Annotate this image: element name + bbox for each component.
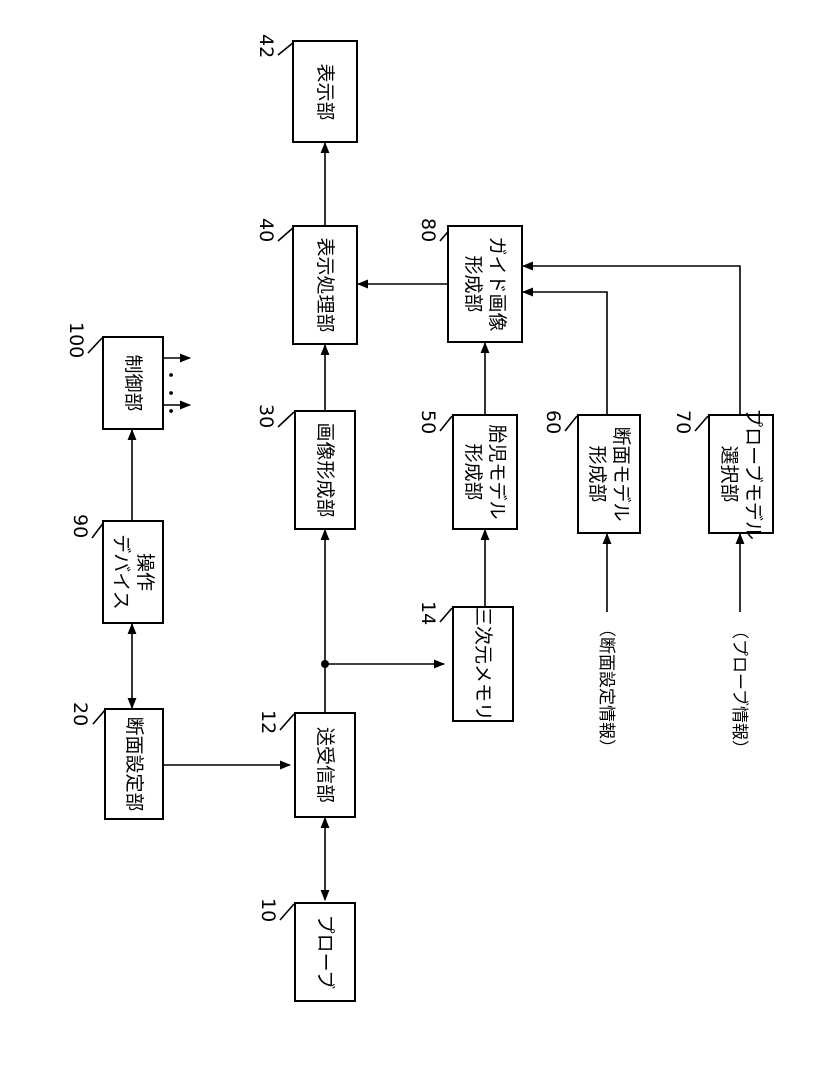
ref-80: 80 [418, 218, 438, 242]
probe-model-label: プローブモデル 選択部 [717, 408, 765, 540]
ref-30: 30 [256, 404, 276, 428]
ref-10: 10 [258, 898, 278, 922]
display-label: 表示部 [313, 63, 337, 120]
fetal-model-label: 胎児モデル 形成部 [461, 424, 509, 519]
leader-10 [280, 904, 294, 920]
branch-junction [321, 660, 329, 668]
leader-100 [88, 338, 102, 353]
link-sectionmodel-guide [523, 292, 607, 414]
display-proc-block: 表示処理部 [292, 225, 358, 345]
image-form-block: 画像形成部 [294, 410, 356, 530]
guide-image-block: ガイド画像 形成部 [447, 225, 523, 343]
ref-50: 50 [418, 410, 438, 434]
ref-40: 40 [256, 218, 276, 242]
guide-image-label: ガイド画像 形成部 [461, 236, 509, 331]
fetal-model-block: 胎児モデル 形成部 [452, 414, 518, 530]
ref-90: 90 [70, 514, 90, 538]
ref-20: 20 [70, 702, 90, 726]
section-model-label: 断面モデル 形成部 [585, 426, 633, 521]
link-probemodel-guide [523, 266, 740, 414]
leader-12 [280, 714, 294, 730]
section-set-block: 断面設定部 [104, 708, 164, 820]
ref-12: 12 [258, 710, 278, 734]
leader-14 [440, 608, 452, 622]
controller-output-ellipsis: ・・・ [158, 366, 184, 420]
ref-42: 42 [256, 34, 276, 58]
section-set-label: 断面設定部 [122, 716, 146, 811]
leader-60 [565, 416, 577, 431]
ref-100: 100 [66, 322, 86, 358]
ref-60: 60 [543, 410, 563, 434]
ref-70: 70 [673, 410, 693, 434]
leader-50 [440, 416, 452, 431]
controller-block: 制御部 [102, 336, 164, 430]
probe-info: （プローブ情報） [729, 622, 749, 757]
leader-30 [278, 412, 294, 427]
section-model-block: 断面モデル 形成部 [577, 414, 641, 534]
probe-label: プローブ [313, 915, 337, 990]
transceiver-label: 送受信部 [313, 727, 337, 803]
memory3d-block: 三次元メモリ [452, 606, 514, 722]
section-setting-info: （断面設定情報） [596, 620, 616, 756]
op-device-label: 操作 デバイス [109, 534, 157, 609]
ref-14: 14 [418, 601, 438, 625]
probe-model-block: プローブモデル 選択部 [708, 414, 774, 534]
image-form-label: 画像形成部 [313, 422, 337, 517]
probe-block: プローブ [294, 902, 356, 1002]
op-device-block: 操作 デバイス [102, 520, 164, 624]
leader-70 [695, 416, 708, 431]
controller-label: 制御部 [121, 354, 145, 411]
display-block: 表示部 [292, 40, 358, 143]
transceiver-block: 送受信部 [294, 712, 356, 818]
display-proc-label: 表示処理部 [313, 237, 337, 332]
memory3d-label: 三次元メモリ [471, 607, 495, 721]
